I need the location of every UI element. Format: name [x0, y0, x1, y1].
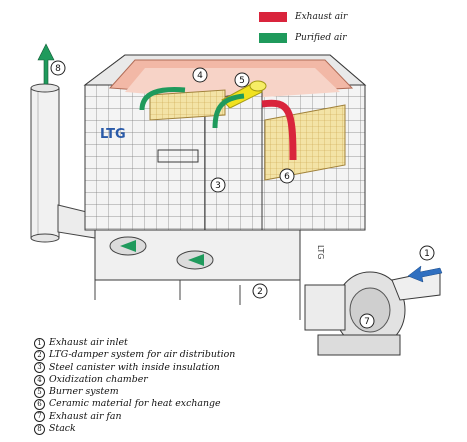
- component-number: 2: [34, 349, 45, 361]
- component-number: 5: [34, 386, 45, 398]
- component-label: LTG-damper system for air distribution: [49, 349, 236, 361]
- component-label: Steel canister with inside insulation: [49, 361, 220, 373]
- component-item: 8 Stack: [34, 423, 235, 435]
- callout-circle: [359, 313, 375, 329]
- component-number: 6: [34, 399, 45, 411]
- component-number: 8: [34, 423, 45, 435]
- callout-circle: [419, 245, 435, 261]
- component-label: Exhaust air fan: [49, 410, 122, 422]
- steel-canister: [83, 54, 367, 231]
- component-label: Stack: [49, 423, 76, 435]
- component-number: 1: [34, 337, 45, 349]
- component-number: 3: [34, 362, 45, 374]
- purified-swatch: [259, 33, 287, 43]
- component-item: 4 Oxidization chamber: [34, 374, 235, 386]
- component-item: 3 Steel canister with inside insulation: [34, 362, 235, 374]
- component-number: 4: [34, 374, 45, 386]
- callout-number: 6: [284, 172, 290, 182]
- legend-exhaust-label: Exhaust air: [295, 12, 348, 22]
- ceramic-media: [264, 104, 346, 181]
- callouts: 8 4 5 3 6 1 2 7: [50, 60, 435, 329]
- component-label: Oxidization chamber: [49, 373, 148, 385]
- component-label: Exhaust air inlet: [49, 337, 128, 348]
- ltg-side-mark: LTG: [316, 245, 325, 259]
- exhaust-air-arrow: [261, 99, 297, 161]
- purified-air-arrow-1: [139, 87, 186, 111]
- callout-circle: [50, 60, 66, 76]
- component-item: 6 Ceramic material for heat exchange: [34, 398, 235, 411]
- component-list: 1 Exhaust air inlet 2 LTG-damper system for…: [34, 337, 235, 435]
- legend: Exhaust air Purified air: [259, 10, 347, 52]
- component-number: 7: [34, 411, 45, 423]
- component-item: 7 Exhaust air fan: [34, 411, 235, 423]
- component-item: 5 Burner system: [34, 386, 235, 398]
- callout-number: 2: [257, 287, 263, 297]
- component-item: 1 Exhaust air inlet: [34, 337, 235, 349]
- exhaust-swatch: [259, 12, 287, 22]
- callout-circle: [234, 72, 250, 88]
- callout-circle: [252, 283, 268, 299]
- damper-system: [94, 229, 301, 320]
- callout-number: 3: [215, 181, 221, 191]
- component-label: Ceramic material for heat exchange: [49, 398, 221, 410]
- purified-air-stack-arrow: [37, 43, 55, 85]
- callout-number: 1: [424, 249, 430, 259]
- legend-purified: Purified air: [259, 31, 347, 45]
- component-label: Burner system: [49, 386, 119, 398]
- callout-number: 8: [55, 64, 61, 74]
- component-item: 2 LTG-damper system for air distribution: [34, 349, 235, 361]
- legend-exhaust: Exhaust air: [259, 10, 347, 24]
- ltg-logo: LTG: [100, 127, 126, 142]
- callout-number: 4: [197, 71, 203, 81]
- callout-circle: [210, 177, 226, 193]
- callout-number: 7: [364, 317, 370, 327]
- callout-circle: [279, 168, 295, 184]
- callout-circle: [192, 67, 208, 83]
- exhaust-air-fan: [304, 269, 441, 356]
- purified-air-arrow-2: [212, 93, 245, 129]
- exhaust-air-inlet-arrow: [407, 265, 443, 283]
- callout-number: 5: [239, 76, 245, 86]
- legend-purified-label: Purified air: [295, 33, 347, 43]
